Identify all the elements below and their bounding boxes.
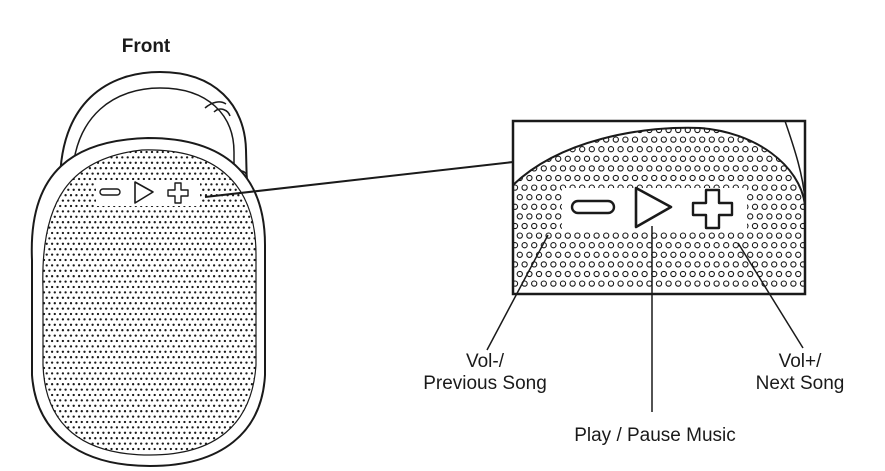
play-button-icon[interactable]	[134, 181, 154, 204]
vol-minus-label-line2: Previous Song	[423, 373, 547, 394]
vol-plus-label-line1: Vol+/	[778, 351, 822, 372]
leader-vol-plus	[737, 242, 804, 349]
view-title: Front	[121, 36, 171, 57]
plus-button-icon[interactable]	[167, 182, 189, 204]
zoom-connector-line	[204, 161, 514, 198]
plus-button-icon-large[interactable]	[691, 188, 734, 230]
play-button-icon-large[interactable]	[634, 186, 673, 229]
vol-minus-label-line1: Vol-/	[465, 351, 505, 372]
minus-button-icon-large[interactable]	[570, 199, 616, 215]
carabiner-clip	[58, 70, 248, 191]
vol-plus-label: Vol+/ Next Song	[720, 351, 880, 395]
speaker-body	[30, 70, 266, 468]
play-pause-label: Play / Pause Music	[574, 425, 736, 446]
zoom-frame	[511, 119, 807, 296]
zoom-detail	[511, 119, 807, 296]
minus-button-icon[interactable]	[99, 188, 121, 196]
carabiner-clip-inner	[71, 87, 235, 186]
leader-vol-minus	[486, 234, 549, 351]
vol-plus-label-line2: Next Song	[755, 373, 845, 394]
vol-minus-label: Vol-/ Previous Song	[400, 351, 570, 395]
speaker-grille	[42, 149, 257, 456]
carabiner-gate	[204, 101, 231, 117]
